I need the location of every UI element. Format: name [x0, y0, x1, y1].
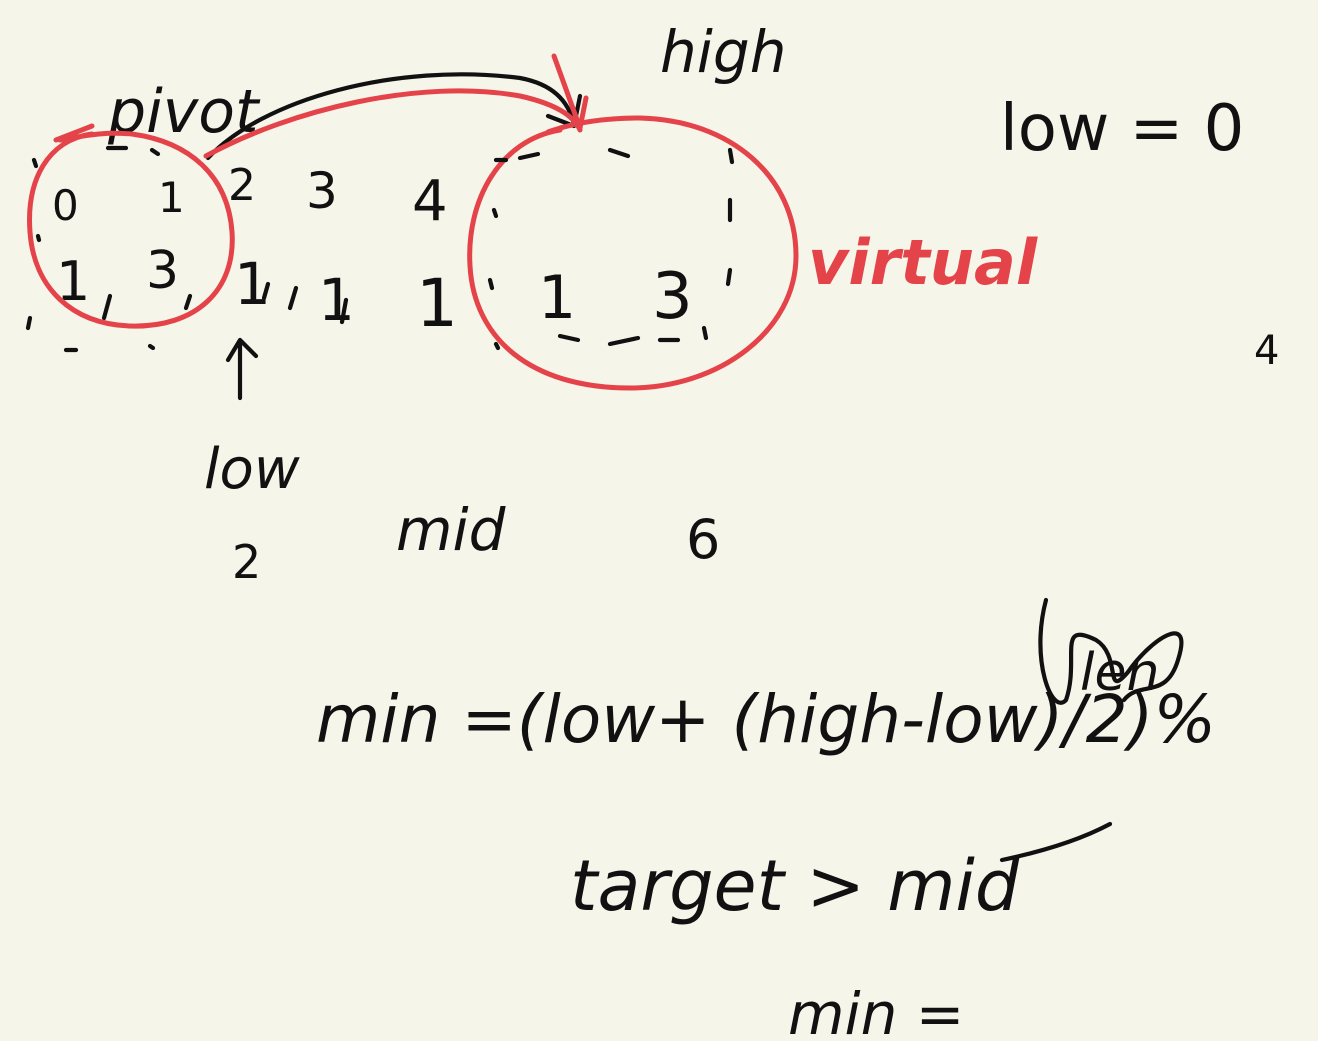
red-arc-arrow [203, 88, 583, 159]
pivot-circle [27, 123, 235, 329]
low-equals-zero: low = 0 [1000, 92, 1244, 166]
black-arc-arrow [205, 72, 577, 161]
virtual-value-1: 1 [538, 263, 576, 333]
array-index-4: 4 [412, 169, 448, 234]
target-tail-stroke [999, 821, 1113, 863]
target-condition: target > mid [570, 845, 1020, 927]
edge-fragment: 4 [1254, 328, 1279, 374]
mid-label: mid [396, 496, 507, 564]
array-value-1: 3 [146, 241, 179, 301]
red-arrowhead [551, 53, 589, 131]
pivot-label: pivot [107, 77, 261, 147]
high-value: 6 [686, 508, 720, 571]
low-value: 2 [232, 535, 261, 589]
low-pointer-arrow [225, 337, 259, 401]
array-dash-marks [25, 145, 349, 353]
high-label: high [660, 18, 786, 86]
array-index-3: 3 [306, 162, 338, 220]
array-value-4: 1 [416, 265, 458, 342]
array-index-1: 1 [158, 173, 185, 222]
virtual-dash-box [487, 147, 735, 351]
virtual-circle [467, 115, 799, 391]
scribble-strikethrough [1038, 597, 1184, 705]
virtual-label: virtual [808, 226, 1038, 299]
array-index-0: 0 [52, 181, 79, 230]
array-value-3: 1 [318, 266, 355, 334]
array-value-2: 1 [234, 250, 271, 318]
virtual-value-3: 3 [652, 260, 693, 334]
low-label: low [204, 437, 300, 502]
min-assignment: min = [788, 980, 964, 1041]
array-index-2: 2 [228, 160, 256, 211]
